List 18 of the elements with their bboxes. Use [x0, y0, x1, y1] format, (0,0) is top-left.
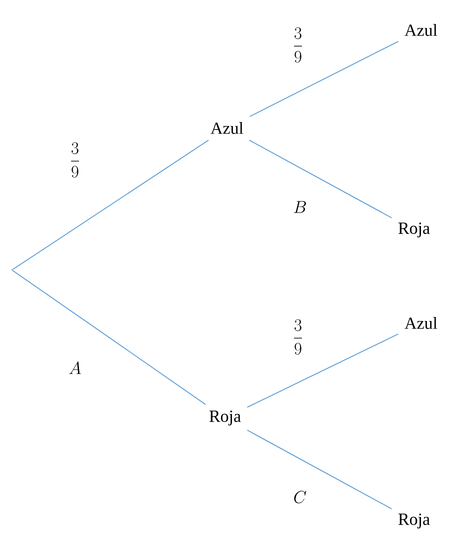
edge-label: $\frac{3}{9}$ [294, 319, 302, 355]
branch-line [249, 41, 399, 117]
edge-label: $\frac{3}{9}$ [294, 27, 302, 63]
branch-line [12, 270, 206, 405]
branch-line [12, 140, 210, 270]
branch-line [246, 430, 392, 510]
branch-line [246, 334, 399, 408]
edge-label: $C$ [294, 490, 306, 504]
node-label: Azul [210, 122, 244, 134]
edge-label: $B$ [294, 201, 306, 213]
edge-label: $A$ [69, 362, 81, 374]
node-label: Azul [404, 24, 438, 36]
node-label: Azul [404, 317, 438, 329]
branch-line [248, 140, 392, 218]
node-label: Roja [398, 514, 430, 528]
node-label: Roja [398, 222, 430, 238]
edge-label: $\frac{3}{9}$ [71, 142, 79, 178]
node-label: Roja [209, 410, 241, 426]
